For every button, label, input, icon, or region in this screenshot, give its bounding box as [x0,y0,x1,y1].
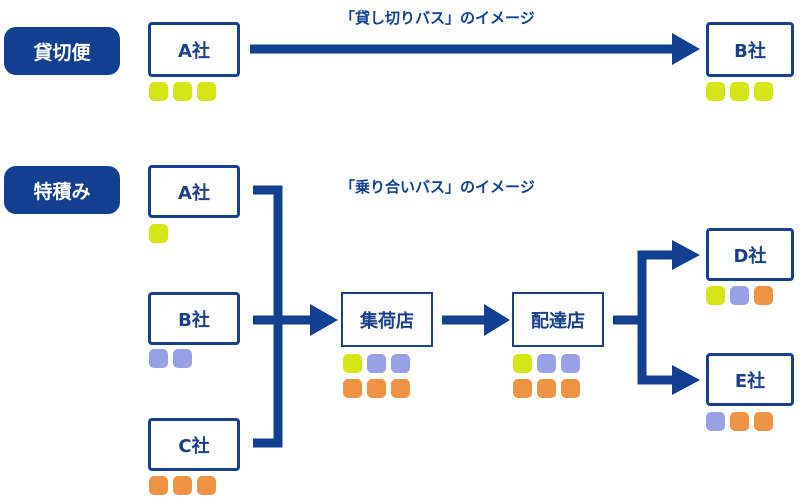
cargo-chip [561,354,580,373]
cargo-chip [537,379,556,398]
cargo-chip [706,82,725,101]
charter-receiver-box: B社 [706,22,794,77]
cargo-chip [367,354,386,373]
cargo-chip [513,379,532,398]
collection-hub-box: 集荷店 [341,292,433,347]
charter-caption: 「貸し切りバス」のイメージ [340,9,535,27]
charter-arrow [250,33,700,65]
receiver-box-d: D社 [706,228,794,281]
cargo-chip [537,354,556,373]
cargo-chip [149,82,168,101]
cargo-chip [149,349,168,368]
merge-bracket [253,185,315,448]
cargo-chip [391,379,410,398]
split-arrowhead-bottom [672,365,700,395]
cargo-chip [173,82,192,101]
cargo-chip [754,286,773,305]
cargo-chip [149,224,168,243]
charter-label: 貸切便 [4,27,120,75]
sender-box-b: B社 [148,292,240,345]
cargo-chip [173,476,192,495]
cargo-chip [343,354,362,373]
consolidated-label: 特積み [4,166,120,214]
cargo-chip [561,379,580,398]
cargo-chip [754,82,773,101]
merge-arrowhead [310,304,338,336]
cargo-chip [367,379,386,398]
hub-arrow [442,304,510,336]
consolidated-caption: 「乗り合いバス」のイメージ [340,178,535,196]
cargo-chip [149,476,168,495]
cargo-chip [343,379,362,398]
cargo-chip [730,82,749,101]
cargo-chip [391,354,410,373]
sender-box-a: A社 [148,165,240,218]
cargo-chip [730,412,749,431]
split-arrowhead-top [672,240,700,270]
receiver-box-e: E社 [706,353,794,406]
cargo-chip [197,476,216,495]
cargo-chip [730,286,749,305]
cargo-chip [197,82,216,101]
charter-sender-box: A社 [148,22,240,77]
cargo-chip [706,412,725,431]
cargo-chip [513,354,532,373]
split-bracket [613,250,677,385]
cargo-chip [173,349,192,368]
sender-box-c: C社 [148,418,240,471]
delivery-hub-box: 配達店 [512,292,604,347]
cargo-chip [754,412,773,431]
cargo-chip [706,286,725,305]
